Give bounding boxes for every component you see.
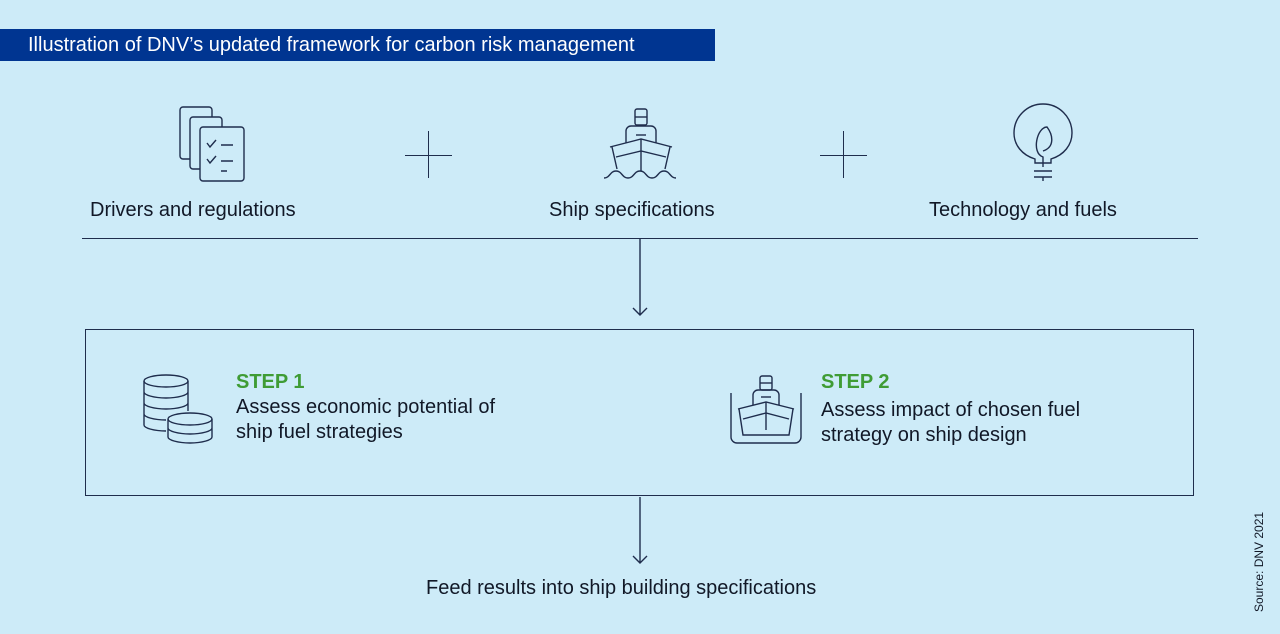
step-2-description: Assess impact of chosen fuel strategy on… bbox=[821, 398, 1080, 448]
coin-stacks-icon bbox=[143, 374, 213, 444]
step-2-line-2: strategy on ship design bbox=[821, 424, 1027, 446]
plus-icon bbox=[428, 131, 429, 178]
divider bbox=[82, 238, 1198, 239]
input-label-drivers: Drivers and regulations bbox=[90, 199, 296, 221]
step-1-line-2: ship fuel strategies bbox=[236, 421, 403, 443]
output-label: Feed results into ship building specific… bbox=[426, 577, 817, 599]
steps-box bbox=[85, 329, 1194, 496]
arrow-down-icon bbox=[632, 497, 648, 564]
leaf-bulb-icon bbox=[1013, 103, 1073, 181]
source-note: Source: DNV 2021 bbox=[1252, 511, 1266, 612]
step-1-label: STEP 1 bbox=[236, 371, 305, 393]
title: Illustration of DNV’s updated framework … bbox=[28, 34, 635, 56]
checklist-documents-icon bbox=[179, 106, 245, 182]
step-2-line-1: Assess impact of chosen fuel bbox=[821, 399, 1081, 421]
step-2-label: STEP 2 bbox=[821, 371, 890, 393]
arrow-down-icon bbox=[632, 239, 648, 316]
plus-icon bbox=[843, 131, 844, 178]
input-label-technology: Technology and fuels bbox=[929, 199, 1117, 221]
ship-dock-icon bbox=[730, 375, 802, 444]
title-bar: Illustration of DNV’s updated framework … bbox=[0, 29, 715, 61]
step-1-description: Assess economic potential of ship fuel s… bbox=[236, 395, 495, 445]
step-1-line-1: Assess economic potential of bbox=[236, 396, 496, 418]
input-label-ship: Ship specifications bbox=[549, 199, 715, 221]
ship-icon bbox=[603, 108, 677, 179]
